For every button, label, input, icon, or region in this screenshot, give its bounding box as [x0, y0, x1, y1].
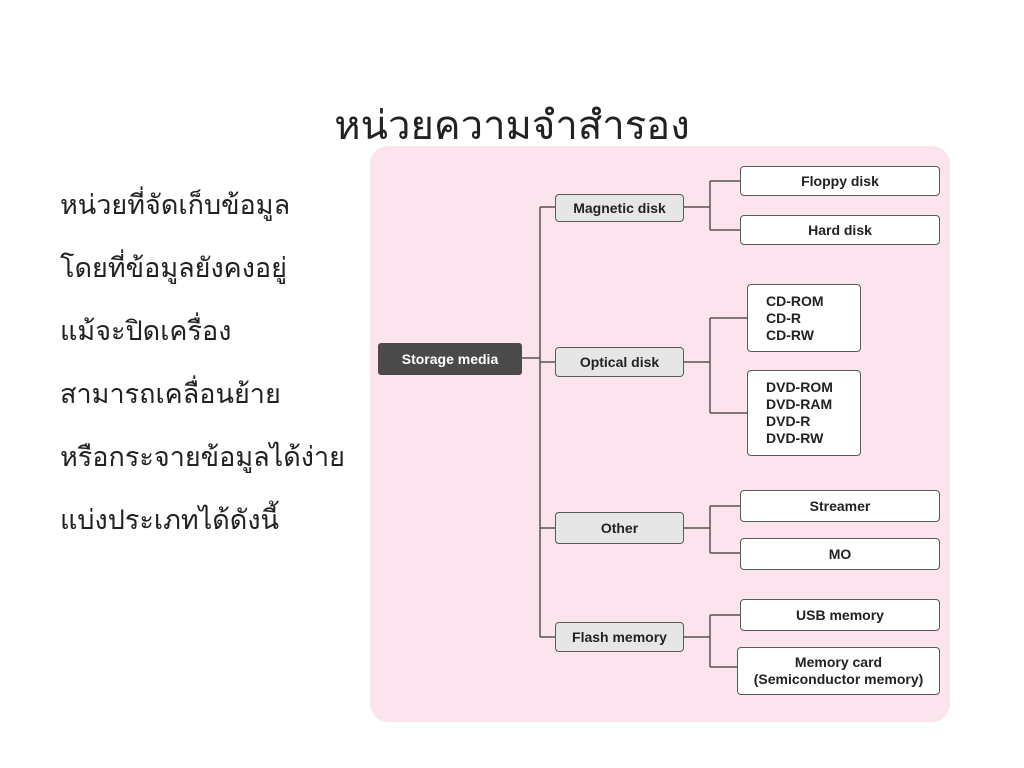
bullet-item: แบ่งประเภทได้ดังนี้ — [60, 505, 279, 536]
node-flash-memory: Flash memory — [555, 622, 684, 652]
bullet-item: หน่วยที่จัดเก็บข้อมูล — [60, 190, 291, 221]
bullet-item: สามารถเคลื่อนย้าย — [60, 379, 281, 410]
node-cd-formats: CD-ROM CD-R CD-RW — [747, 284, 861, 352]
node-streamer: Streamer — [740, 490, 940, 522]
bullet-list: หน่วยที่จัดเก็บข้อมูล โดยที่ข้อมูลยังคงอ… — [60, 190, 380, 568]
node-memory-card: Memory card (Semiconductor memory) — [737, 647, 940, 695]
bullet-item: หรือกระจายข้อมูลได้ง่าย — [60, 442, 345, 473]
bullet-item: โดยที่ข้อมูลยังคงอยู่ — [60, 253, 287, 284]
node-hard-disk: Hard disk — [740, 215, 940, 245]
node-optical-disk: Optical disk — [555, 347, 684, 377]
node-magnetic-disk: Magnetic disk — [555, 194, 684, 222]
bullet-item: แม้จะปิดเครื่อง — [60, 316, 232, 347]
node-usb-memory: USB memory — [740, 599, 940, 631]
node-mo: MO — [740, 538, 940, 570]
slide-title: หน่วยความจำสำรอง — [334, 102, 690, 149]
node-storage-media: Storage media — [378, 343, 522, 375]
node-floppy-disk: Floppy disk — [740, 166, 940, 196]
node-dvd-formats: DVD-ROM DVD-RAM DVD-R DVD-RW — [747, 370, 861, 456]
node-other: Other — [555, 512, 684, 544]
